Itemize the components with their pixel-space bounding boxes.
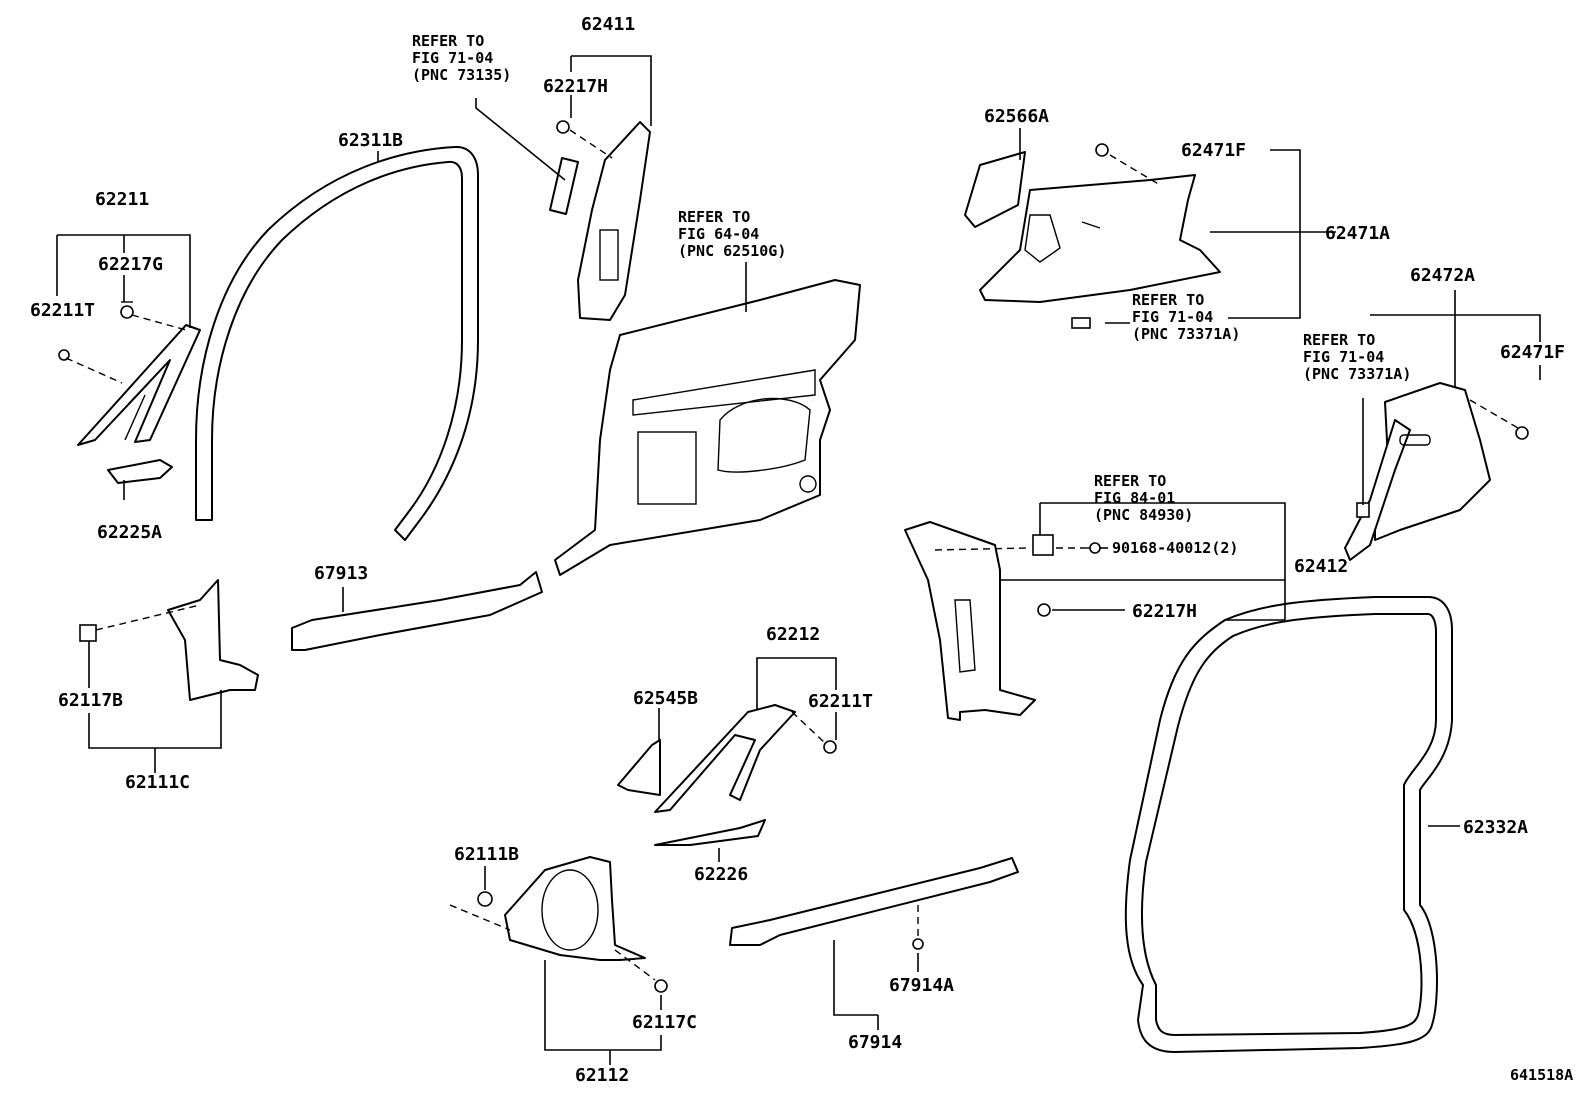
- part-62472A-quarter-trim-lower: [1344, 382, 1491, 561]
- part-62212-pillar-garnish: [654, 704, 796, 813]
- part-62111C-cowl-side-trim: [167, 579, 259, 701]
- part-62411-center-pillar-garnish: [549, 121, 651, 321]
- refer-73371A-right-line3: (PNC 73371A): [1303, 365, 1411, 383]
- clip-67914A-icon: [912, 938, 924, 950]
- label-62211: 62211: [95, 189, 149, 210]
- leader-lines: [56, 55, 1541, 1065]
- label-62211T-mid: 62211T: [808, 691, 873, 712]
- label-67914: 67914: [848, 1032, 902, 1053]
- labels: 62411 62217H REFER TO FIG 71-04 (PNC 731…: [30, 14, 1573, 1086]
- label-62412: 62412: [1294, 556, 1348, 577]
- label-62212: 62212: [766, 624, 820, 645]
- part-67913-scuff-plate-front: [291, 571, 543, 651]
- clip-62471F-top-icon: [1095, 143, 1109, 157]
- label-62411: 62411: [581, 14, 635, 35]
- refer-62510G-line3: (PNC 62510G): [678, 242, 786, 260]
- label-62111B: 62111B: [454, 844, 519, 865]
- part-62226-garnish: [654, 819, 766, 846]
- part-62311B-door-opening-trim: [195, 145, 479, 541]
- label-62311B: 62311B: [338, 130, 403, 151]
- screw-90168-icon: [1082, 542, 1101, 554]
- label-62112: 62112: [575, 1065, 629, 1086]
- part-62332A-door-weatherstrip: [1124, 596, 1453, 1053]
- label-62471F-top: 62471F: [1181, 140, 1246, 161]
- label-62226: 62226: [694, 864, 748, 885]
- label-67914A: 67914A: [889, 975, 954, 996]
- refer-73371A-top-line1: REFER TO: [1132, 291, 1204, 309]
- refer-73371A-top-line2: FIG 71-04: [1132, 308, 1213, 326]
- refer-73371A-right-line2: FIG 71-04: [1303, 348, 1384, 366]
- refer-73135-line3: (PNC 73135): [412, 66, 511, 84]
- label-62117C: 62117C: [632, 1012, 697, 1033]
- refer-73135-line2: FIG 71-04: [412, 49, 493, 67]
- label-62566A: 62566A: [984, 106, 1049, 127]
- part-62566A-cover: [964, 151, 1026, 228]
- part-62112-kick-panel: [504, 856, 646, 961]
- clip-73371A-right-icon: [1356, 502, 1370, 518]
- component-84930-icon: [1032, 534, 1054, 556]
- clip-62217G-icon: [120, 301, 134, 319]
- label-62545B: 62545B: [633, 688, 698, 709]
- label-62217G: 62217G: [98, 254, 163, 275]
- part-62471A-quarter-trim-upper: [979, 174, 1221, 303]
- part-62225A-garnish-cover: [107, 459, 173, 484]
- label-67913: 67913: [314, 563, 368, 584]
- clip-62117B-icon: [79, 624, 97, 642]
- refer-73371A-right-line1: REFER TO: [1303, 331, 1375, 349]
- label-62217H-top: 62217H: [543, 76, 608, 97]
- label-62211T-left: 62211T: [30, 300, 95, 321]
- clip-62211T-mid-icon: [823, 740, 837, 754]
- clip-62217H-top-icon: [556, 120, 570, 134]
- refer-73135-line1: REFER TO: [412, 32, 484, 50]
- clip-73371A-top-icon: [1071, 317, 1091, 329]
- clip-62471F-right-icon: [1515, 426, 1529, 440]
- refer-62510G-line1: REFER TO: [678, 208, 750, 226]
- clip-62217H-mid-icon: [1037, 603, 1051, 617]
- label-90168-40012: 90168-40012(2): [1112, 539, 1238, 557]
- clip-62111B-icon: [477, 891, 493, 907]
- refer-62510G-line2: FIG 64-04: [678, 225, 759, 243]
- part-62412-center-pillar-lower: [904, 521, 1036, 721]
- part-62211-front-pillar-garnish: [77, 324, 201, 446]
- label-62471F-right: 62471F: [1500, 342, 1565, 363]
- refer-84930-line1: REFER TO: [1094, 472, 1166, 490]
- refer-73371A-top-line3: (PNC 73371A): [1132, 325, 1240, 343]
- label-62472A: 62472A: [1410, 265, 1475, 286]
- part-62510G-quarter-trim-panel: [554, 279, 861, 576]
- refer-84930-line3: (PNC 84930): [1094, 506, 1193, 524]
- clip-62117C-icon: [654, 979, 668, 993]
- label-62117B: 62117B: [58, 690, 123, 711]
- label-62217H-mid: 62217H: [1132, 601, 1197, 622]
- label-62471A: 62471A: [1325, 223, 1390, 244]
- refer-84930-line2: FIG 84-01: [1094, 489, 1175, 507]
- label-62225A: 62225A: [97, 522, 162, 543]
- part-62545B-cover: [617, 739, 661, 796]
- label-62332A: 62332A: [1463, 817, 1528, 838]
- diagram-id: 641518A: [1510, 1066, 1573, 1084]
- label-62111C: 62111C: [125, 772, 190, 793]
- part-67914-scuff-plate-rear: [729, 857, 1019, 946]
